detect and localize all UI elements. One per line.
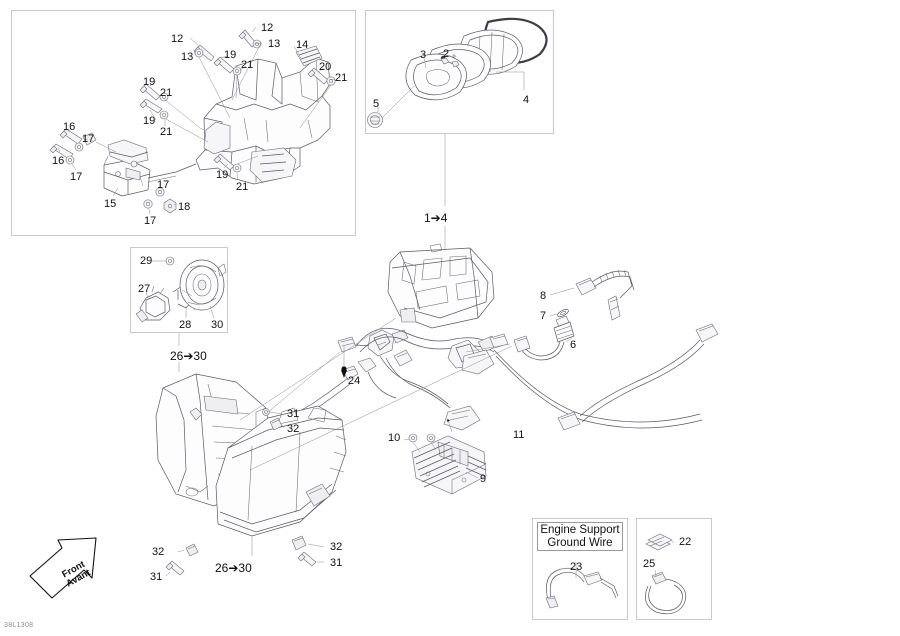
callout-15: 15 (104, 198, 117, 210)
callout-9: 9 (480, 473, 487, 485)
bolt-19-d (213, 153, 235, 171)
console-support-assembly (49, 26, 336, 215)
front-avant-label: Front Avant (20, 534, 112, 612)
headlight-assembly (155, 373, 347, 577)
callout-21: 21 (241, 59, 254, 71)
gauge-cluster-exploded (367, 17, 548, 128)
range-label-gauge: 1➔4 (424, 211, 448, 225)
callout-16: 16 (52, 155, 65, 167)
callout-16: 16 (63, 121, 76, 133)
callout-21: 21 (160, 126, 173, 138)
long-diagonal-leader (249, 345, 513, 471)
callout-31: 31 (330, 557, 343, 569)
voltage-regulator (403, 418, 487, 495)
callout-32: 32 (287, 423, 300, 435)
screw-31-left (165, 560, 185, 576)
callout-8: 8 (540, 290, 547, 302)
panel-horn-assembly (130, 247, 228, 333)
instrument-cluster-main (387, 243, 495, 329)
marker-24 (341, 346, 347, 378)
callout-11: 11 (513, 429, 525, 441)
horn-assembly-group (135, 256, 227, 323)
callout-2: 2 (443, 48, 450, 60)
screw-31-right (297, 551, 317, 567)
callout-17: 17 (82, 133, 95, 145)
callout-21: 21 (160, 87, 173, 99)
panel-gauge-assembly (365, 10, 554, 134)
callout-6: 6 (570, 339, 577, 351)
panel-fasteners (636, 518, 712, 620)
bolt-12-b (238, 29, 257, 48)
callout-32: 32 (152, 546, 165, 558)
fastener-parts (645, 533, 687, 615)
callout-17: 17 (70, 171, 83, 183)
callout-19: 19 (143, 76, 156, 88)
callout-7: 7 (540, 310, 547, 322)
callout-23: 23 (570, 561, 583, 573)
front-avant-arrow (29, 537, 97, 599)
callout-12: 12 (171, 33, 184, 45)
callout-27: 27 (138, 283, 151, 295)
sensor-parts-group (465, 269, 635, 361)
callout-14: 14 (296, 39, 309, 51)
callout-31: 31 (150, 571, 163, 583)
panel-ground-wire (532, 518, 628, 620)
callout-31: 31 (287, 408, 300, 420)
callout-20: 20 (319, 61, 332, 73)
panel-console-assembly (11, 10, 356, 236)
range-label-horn: 26➔30 (170, 349, 207, 363)
harness-to-headlight-leader (267, 351, 341, 413)
callout-19: 19 (224, 49, 237, 61)
callout-28: 28 (179, 319, 192, 331)
range-label-headlamp: 26➔30 (215, 561, 252, 575)
callout-18: 18 (178, 201, 191, 213)
callout-4: 4 (523, 94, 530, 106)
callout-21: 21 (335, 72, 348, 84)
callout-25: 25 (643, 558, 656, 570)
callout-29: 29 (140, 255, 153, 267)
callout-5: 5 (373, 98, 380, 110)
bolt-16-b (49, 143, 74, 160)
callout-22: 22 (679, 536, 692, 548)
callout-3: 3 (420, 49, 427, 61)
callout-13: 13 (268, 38, 281, 50)
front-avant-text: Front Avant (60, 559, 92, 590)
callout-19: 19 (216, 169, 229, 181)
bolt-16-a (59, 128, 83, 145)
callout-17: 17 (157, 179, 170, 191)
callout-12: 12 (261, 22, 274, 34)
callout-17: 17 (144, 215, 157, 227)
callout-32: 32 (330, 541, 343, 553)
cluster-to-headlight-leader (239, 317, 397, 421)
callout-30: 30 (211, 319, 224, 331)
callout-24: 24 (348, 375, 361, 387)
document-code: 38L1308 (4, 622, 34, 629)
callout-10: 10 (388, 432, 401, 444)
callout-13: 13 (181, 51, 194, 63)
ground-wire-title-line2: Ground Wire (547, 536, 613, 549)
callout-19: 19 (143, 115, 156, 127)
bolt-19-c (139, 98, 163, 114)
ground-wire-title-line1: Engine Support (540, 523, 620, 536)
callout-21: 21 (236, 181, 249, 193)
engine-support-ground-wire-title: Engine Support Ground Wire (537, 522, 623, 551)
ground-wire-part (545, 562, 619, 609)
wiring-harness-main (271, 323, 719, 431)
